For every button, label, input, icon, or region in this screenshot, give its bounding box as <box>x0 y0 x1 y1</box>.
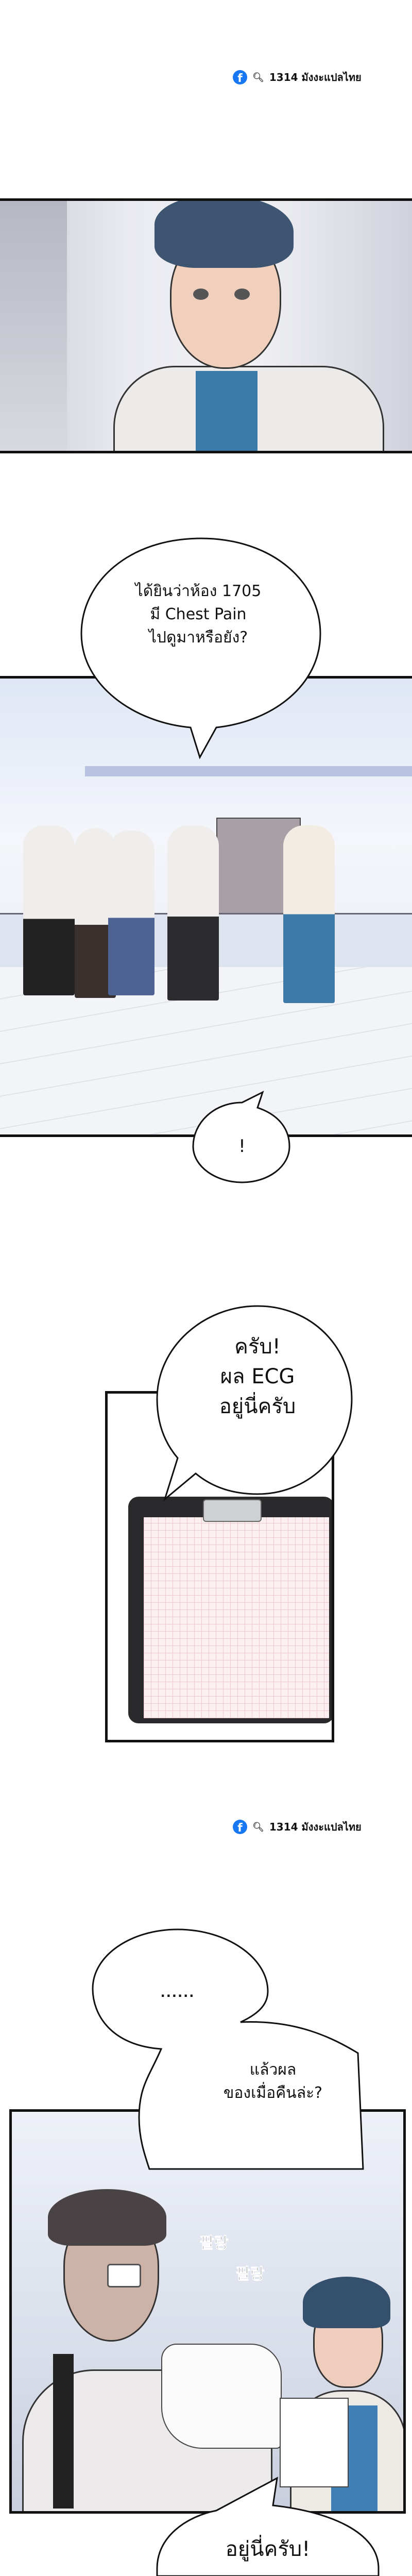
hair <box>48 2189 166 2246</box>
facebook-icon: f <box>233 70 247 84</box>
watermark-text: 1314 มังงะแปลไทย <box>269 1821 362 1833</box>
sfx-flutter: 팔랑 <box>235 2265 265 2284</box>
search-icon: 🔍︎ <box>252 1821 264 1833</box>
glasses <box>107 2264 141 2287</box>
doctor-with-glasses <box>167 825 219 1001</box>
panel-doctors-reviewing: 팔랑 팔랑 <box>9 2109 406 2514</box>
speech-bubble <box>156 2477 380 2576</box>
background-blur <box>0 201 67 451</box>
watermark: f 🔍︎ 1314 มังงะแปลไทย <box>233 69 362 86</box>
bubble-here-it-is: อยู่นี่ครับ! <box>225 2537 311 2561</box>
watermark: f 🔍︎ 1314 มังงะแปลไทย <box>233 1819 362 1835</box>
search-icon: 🔍︎ <box>252 72 264 83</box>
ecg-paper <box>144 1517 329 1718</box>
hair <box>154 201 294 268</box>
speech-bubble <box>156 1305 353 1502</box>
ceiling-beam <box>85 766 412 776</box>
speech-bubble <box>192 1091 290 1183</box>
necktie <box>53 2354 74 2509</box>
panel-doctor-closeup <box>0 198 412 453</box>
bubble-last-night: แล้วผล ของเมื่อคืนล่ะ? <box>223 2061 323 2102</box>
protagonist-back <box>283 825 335 1003</box>
watermark-text: 1314 มังงะแปลไทย <box>269 71 362 83</box>
bubble-room-question: ได้ยินว่าห้อง 1705 มี Chest Pain ไปดูมาห… <box>135 582 262 647</box>
eye-right <box>234 289 250 300</box>
panel-ecg-clipboard <box>105 1391 334 1742</box>
bubble-ellipsis: ...... <box>160 1986 195 2000</box>
sfx-flutter: 팔랑 <box>199 2234 229 2253</box>
speech-bubble <box>80 537 321 759</box>
scrubs <box>196 371 258 451</box>
hair <box>303 2277 390 2328</box>
facebook-icon: f <box>233 1820 247 1834</box>
speech-bubble <box>92 1928 364 2170</box>
doctor-figure <box>108 831 154 995</box>
doctor-figure <box>23 825 75 995</box>
panel-nurse-station <box>0 676 412 1137</box>
clip <box>203 1499 262 1522</box>
bubble-exclaim: ! <box>238 1136 246 1157</box>
eye-left <box>193 289 209 300</box>
bubble-yes-ecg: ครับ! ผล ECG อยู่นี่ครับ <box>219 1335 296 1418</box>
paper-sheet <box>280 2398 349 2487</box>
flipping-paper <box>161 2344 282 2449</box>
